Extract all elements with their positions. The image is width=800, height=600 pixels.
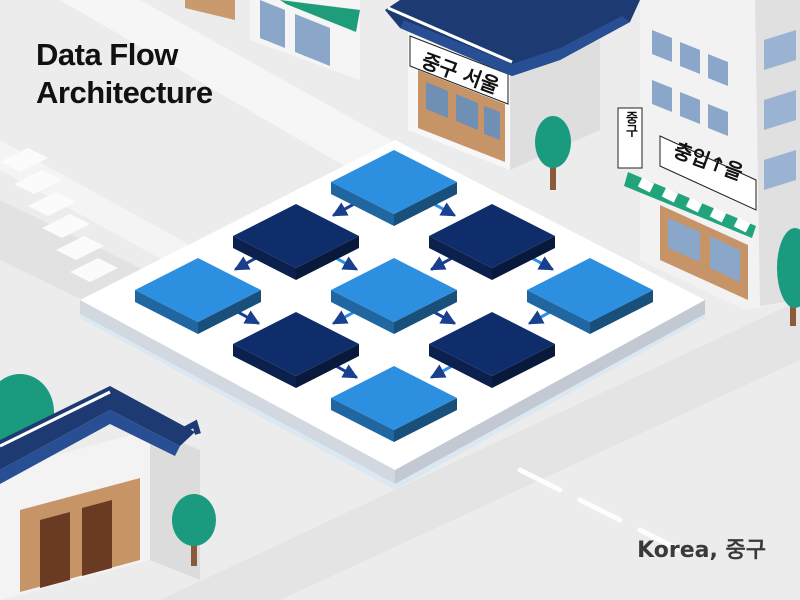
diagram-node — [429, 312, 555, 388]
diagram-node — [135, 258, 261, 334]
shop-top-left — [185, 0, 360, 80]
tree-right — [777, 228, 800, 326]
diagram-node — [331, 258, 457, 334]
title-line-2: Architecture — [36, 75, 213, 110]
location-label: Korea, 중구 — [637, 538, 766, 563]
page-title: Data Flow Architecture — [36, 36, 213, 112]
diagram-node — [527, 258, 653, 334]
side-sign-vertical: 중구 — [623, 111, 638, 138]
diagram-node — [233, 312, 359, 388]
diagram-nodes — [135, 150, 653, 442]
diagram-node — [331, 150, 457, 226]
building-right: 충입↑을 중구 — [617, 0, 800, 310]
title-line-1: Data Flow — [36, 37, 178, 72]
diagram-node — [331, 366, 457, 442]
tree-bottom-left — [172, 494, 216, 566]
hanok-shop-top: 중구 서울 — [385, 0, 640, 170]
tree-top-center — [535, 116, 571, 190]
diagram-node — [233, 204, 359, 280]
diagram-node — [429, 204, 555, 280]
road-markings — [517, 467, 683, 553]
crosswalk — [0, 148, 118, 282]
